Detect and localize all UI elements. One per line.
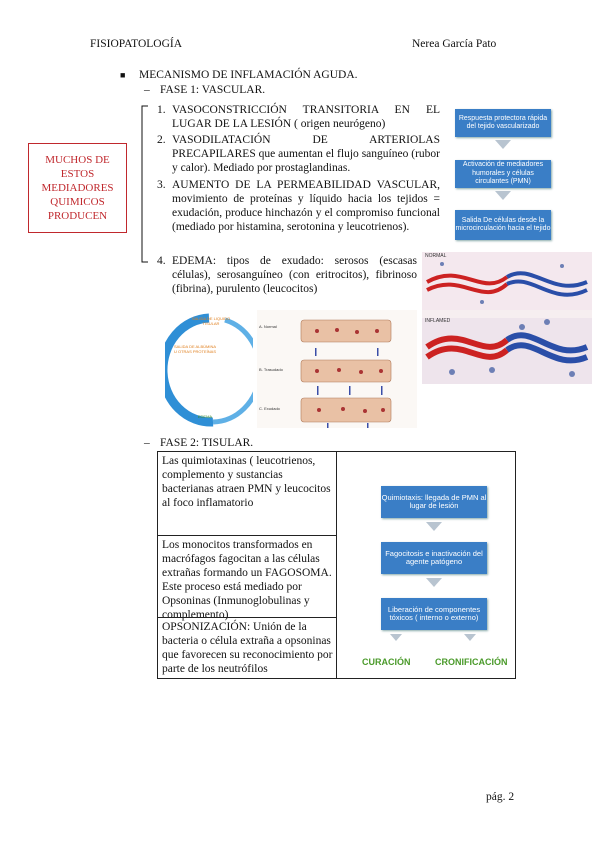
- vessel-diagram: NORMAL INFLAMED: [422, 252, 592, 384]
- cycle-diagram: SALIDA DE LIQUIDO TISULAR SALIDA DE ALBÚ…: [165, 310, 253, 430]
- arrow-down-icon: [495, 140, 511, 149]
- cycle-label-2: SALIDA DE ALBÚMINA U OTRAS PROTEÍNAS: [173, 344, 216, 354]
- arrow-down-icon: [464, 634, 476, 641]
- header-right: Nerea García Pato: [412, 38, 497, 50]
- dash-icon: –: [144, 84, 150, 96]
- arrow-down-icon: [495, 191, 511, 200]
- vessel-label-normal: NORMAL: [425, 253, 447, 259]
- page-number: pág. 2: [486, 791, 515, 803]
- list-num-3: 3.: [157, 179, 166, 191]
- flow1-step-2: Activación de mediadores humorales y cél…: [455, 160, 551, 188]
- cycle-label-1: SALIDA DE LIQUIDO TISULAR: [191, 316, 231, 326]
- arrow-down-icon: [390, 634, 402, 641]
- arrow-down-icon: [426, 578, 442, 587]
- bullet-icon: ■: [120, 70, 126, 80]
- arrow-down-icon: [426, 522, 442, 531]
- vessel-label-inflamed: INFLAMED: [425, 318, 451, 324]
- phase2-title: FASE 2: TISULAR.: [160, 437, 254, 449]
- table-row: Los monocitos transformados en macrófago…: [162, 539, 332, 621]
- list-num-2: 2.: [157, 134, 166, 146]
- exudate-label-a: A. Normal: [259, 324, 277, 329]
- list-item-1: VASOCONSTRICCIÓN TRANSITORIA EN EL LUGAR…: [172, 104, 440, 130]
- tisular-table: Las quimiotaxinas ( leucotrienos, comple…: [157, 451, 516, 679]
- dash-icon: –: [144, 437, 150, 449]
- bracket: [141, 105, 148, 263]
- exudate-label-b: B. Trasudado: [259, 367, 283, 372]
- exudate-diagram: A. Normal B. Trasudado C. Exudado: [257, 310, 417, 428]
- flow2-step-1: Quimiotaxis: llegada de PMN al lugar de …: [381, 486, 487, 518]
- outcome-cronificacion: CRONIFICACIÓN: [435, 657, 508, 667]
- list-num-4: 4.: [157, 255, 166, 267]
- header-left: FISIOPATOLOGÍA: [90, 38, 183, 50]
- table-row: Las quimiotaxinas ( leucotrienos, comple…: [162, 455, 331, 509]
- flow2-step-3: Liberación de componentes tóxicos ( inte…: [381, 598, 487, 630]
- flow1-step-1: Respuesta protectora rápida del tejido v…: [455, 109, 551, 137]
- section-title: MECANISMO DE INFLAMACIÓN AGUDA.: [139, 69, 358, 81]
- cycle-label-3: EDEMA: [197, 414, 213, 419]
- list-item-2: VASODILATACIÓN DE ARTERIOLAS PRECAPILARE…: [172, 134, 440, 174]
- exudate-label-c: C. Exudado: [259, 406, 280, 411]
- side-note: MUCHOS DE ESTOS MEDIADORES QUIMICOS PROD…: [28, 143, 127, 233]
- list-num-1: 1.: [157, 104, 166, 116]
- list-item-4: EDEMA: tipos de exudado: serosos (escasa…: [172, 255, 417, 295]
- table-row: OPSONIZACIÓN: Unión de la bacteria o cél…: [162, 621, 333, 675]
- flow1-step-3: Salida De células desde la microcirculac…: [455, 210, 551, 240]
- flow2-step-2: Fagocitosis e inactivación del agente pa…: [381, 542, 487, 574]
- list-item-3: AUMENTO DE LA PERMEABILIDAD VASCULAR, mo…: [172, 179, 440, 233]
- outcome-curacion: CURACIÓN: [362, 657, 411, 667]
- phase1-title: FASE 1: VASCULAR.: [160, 84, 266, 96]
